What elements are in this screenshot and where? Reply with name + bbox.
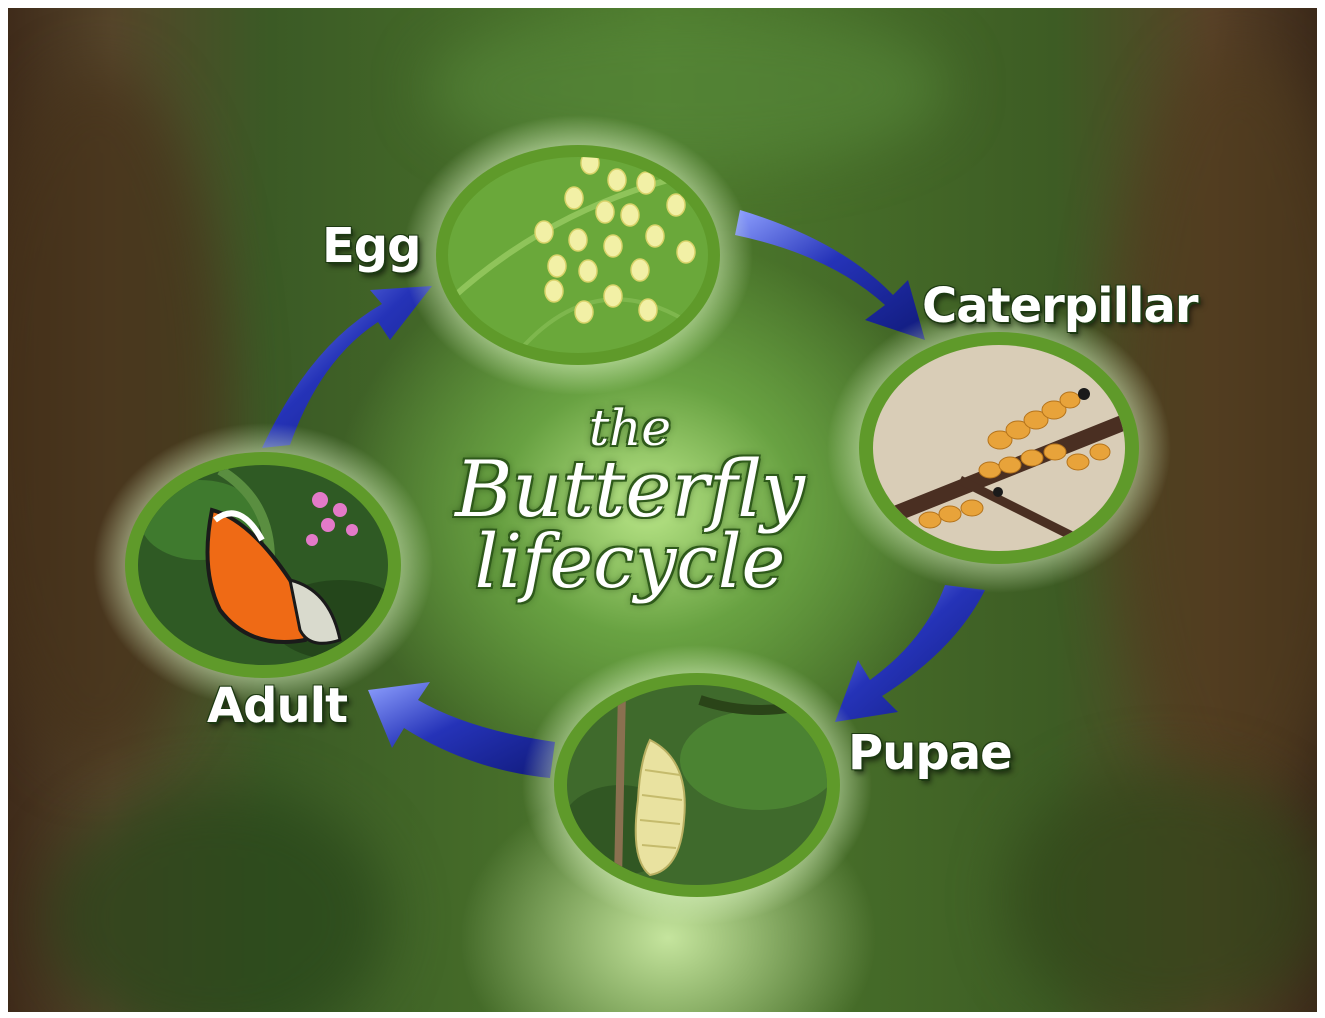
caterpillar-stage-photo: [827, 303, 1171, 593]
label-pupae: Pupae: [848, 725, 1012, 781]
title-line-2: Butterfly: [440, 453, 820, 527]
diagram-title: the Butterfly lifecycle: [440, 405, 820, 597]
title-line-3: lifecycle: [440, 527, 820, 597]
label-adult: Adult: [207, 678, 347, 734]
adult-stage-photo: [93, 423, 433, 707]
egg-stage-photo: [403, 115, 753, 395]
pupae-stage-photo: [522, 645, 872, 925]
label-caterpillar: Caterpillar: [922, 278, 1198, 334]
arrow-caterpillar-to-pupae: [835, 585, 985, 722]
arrow-egg-to-caterpillar: [735, 210, 925, 340]
arrow-adult-to-egg: [262, 286, 432, 448]
label-egg: Egg: [322, 218, 421, 274]
